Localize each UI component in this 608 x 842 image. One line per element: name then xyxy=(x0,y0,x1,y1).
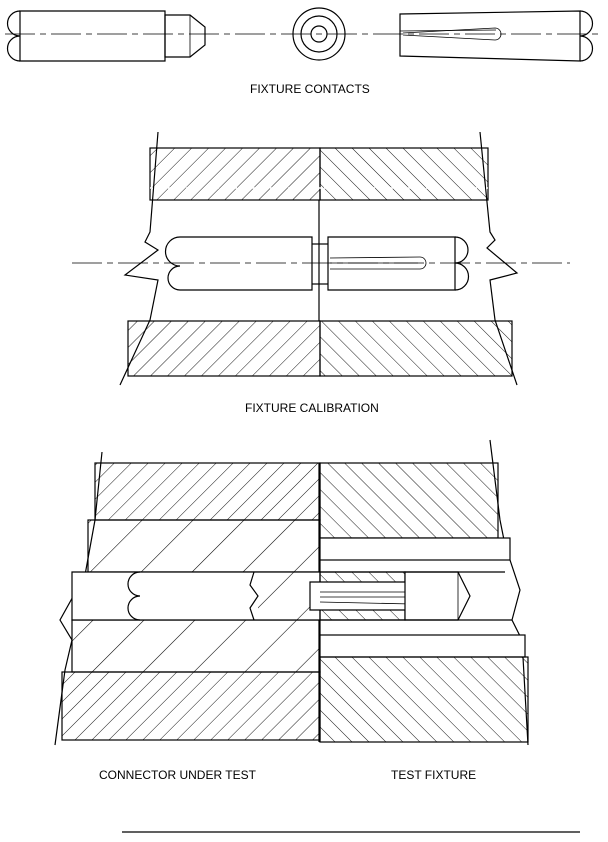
female-slotted-contact xyxy=(399,10,594,62)
fixture-calibration-view xyxy=(72,131,570,386)
connector-test-view xyxy=(54,439,529,746)
caption-fixture-contacts: FIXTURE CONTACTS xyxy=(250,82,370,96)
caption-connector-under-test: CONNECTOR UNDER TEST xyxy=(99,768,256,782)
caption-test-fixture: TEST FIXTURE xyxy=(391,768,477,782)
fixture-contacts-view xyxy=(5,7,603,62)
male-contact-pin xyxy=(6,10,206,62)
caption-fixture-calibration: FIXTURE CALIBRATION xyxy=(245,401,379,415)
